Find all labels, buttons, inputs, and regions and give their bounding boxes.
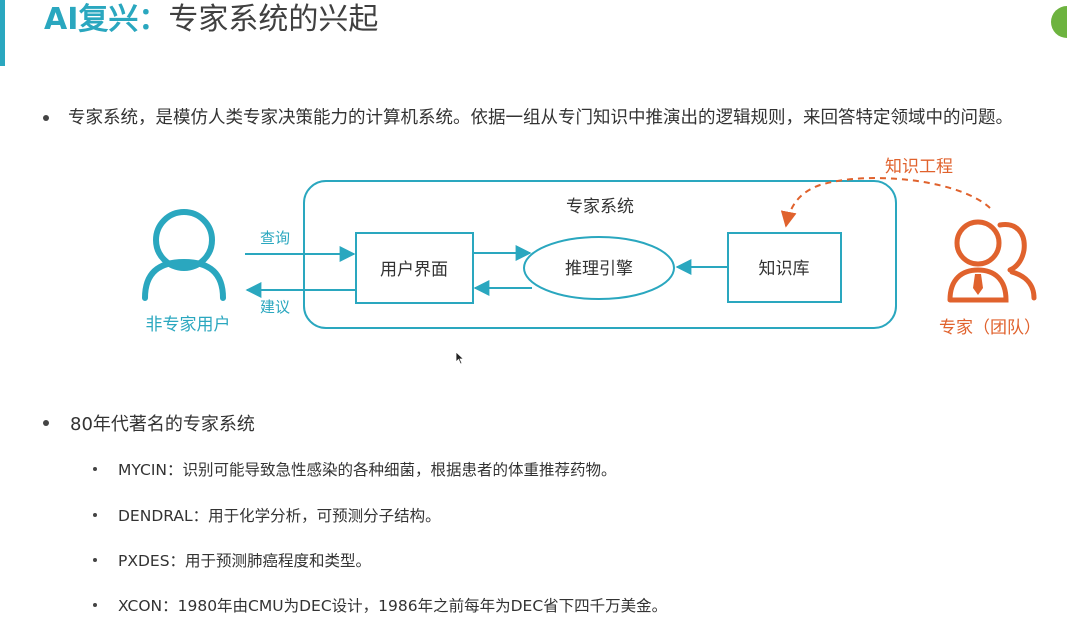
intro-paragraph: 专家系统，是模仿人类专家决策能力的计算机系统。依据一组从专门知识中推演出的逻辑规… (68, 108, 1013, 128)
user-icon (142, 209, 226, 301)
expert-team-label: 专家（团队） (939, 318, 1041, 338)
slide-title-highlight: AI复兴： (44, 2, 169, 37)
user-interface-box (355, 232, 474, 304)
bullet-dot (43, 420, 49, 426)
sub-bullet-dot (93, 467, 97, 471)
list-item: XCON：1980年由CMU为DEC设计，1986年之前每年为DEC省下四千万美… (118, 597, 668, 615)
bullet-dot (43, 115, 49, 121)
slide-title-text: 专家系统的兴起 (168, 2, 379, 37)
corner-logo-badge (1051, 6, 1067, 38)
inference-engine-ellipse (523, 236, 675, 300)
mouse-pointer-icon (455, 351, 465, 365)
non-expert-user-label: 非专家用户 (146, 315, 231, 335)
sub-bullet-dot (93, 558, 97, 562)
advice-label: 建议 (260, 298, 290, 316)
title-accent-bar (0, 0, 5, 66)
expert-team-icon (947, 219, 1037, 303)
list-item: MYCIN：识别可能导致急性感染的各种细菌，根据患者的体重推荐药物。 (118, 461, 617, 479)
query-label: 查询 (260, 229, 290, 247)
slide-title: AI复兴：专家系统的兴起 (44, 0, 378, 40)
sub-bullet-dot (93, 513, 97, 517)
famous-systems-heading: 80年代著名的专家系统 (70, 414, 255, 435)
user-interface-label: 用户界面 (380, 260, 448, 280)
sub-bullet-dot (93, 603, 97, 607)
knowledge-engineering-label: 知识工程 (885, 157, 953, 177)
knowledge-base-label: 知识库 (759, 259, 810, 279)
knowledge-engineering-arrow (780, 177, 991, 228)
expert-system-label: 专家系统 (566, 197, 634, 217)
list-item: DENDRAL：用于化学分析，可预测分子结构。 (118, 507, 441, 525)
inference-engine-label: 推理引擎 (565, 259, 633, 279)
list-item: PXDES：用于预测肺癌程度和类型。 (118, 552, 372, 570)
